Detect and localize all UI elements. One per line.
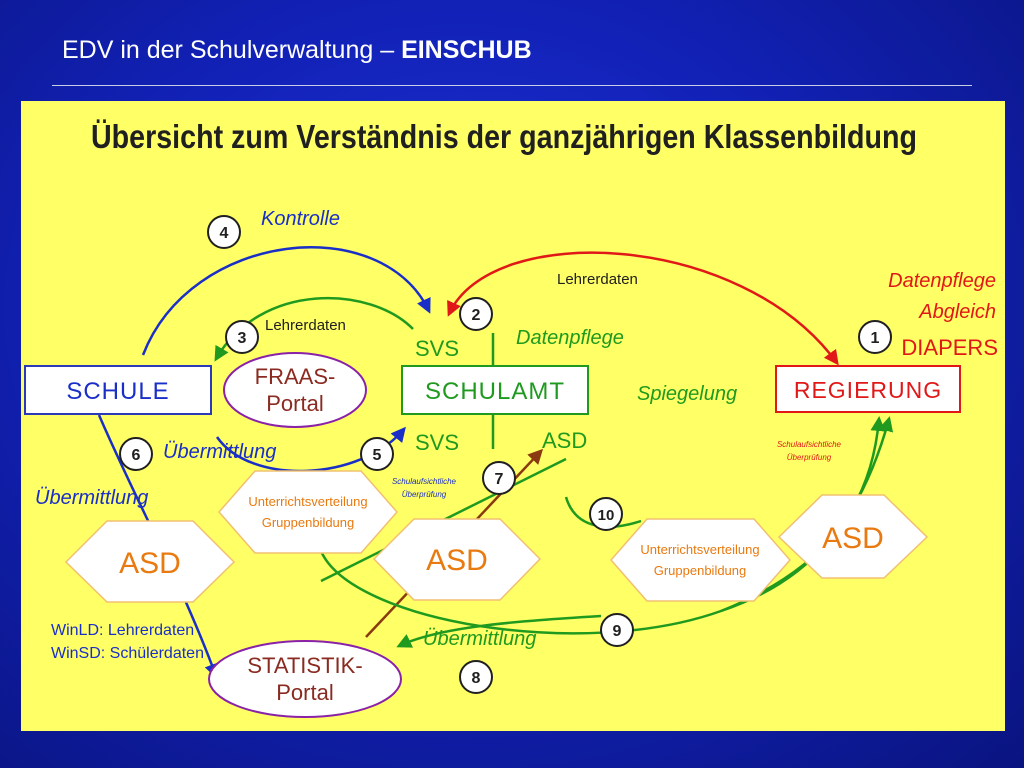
step-6: 6 [119, 437, 153, 471]
step-10-label: 10 [598, 507, 615, 524]
step-1: 1 [858, 320, 892, 354]
label-spiegelung: Spiegelung [637, 383, 737, 405]
diagram-panel: Übersicht zum Verständnis der ganzjährig… [21, 101, 1005, 731]
arrow-kontrolle [141, 246, 431, 356]
step-4: 4 [207, 215, 241, 249]
step-2: 2 [459, 297, 493, 331]
label-lehrerdaten-top: Lehrerdaten [557, 271, 638, 288]
label-datenpflege-regierung: Datenpflege [888, 270, 996, 292]
uv-hexagon-right [610, 518, 791, 602]
label-winsd: WinSD: Schülerdaten [51, 645, 204, 662]
asd-hexagon-middle [372, 518, 542, 601]
asd-hexagon-right [777, 494, 929, 579]
step-5: 5 [360, 437, 394, 471]
step-2-label: 2 [472, 307, 481, 324]
asd-right-label: ASD [822, 522, 884, 555]
step-9: 9 [600, 613, 634, 647]
step-8: 8 [459, 660, 493, 694]
asd-hexagon-left [64, 520, 236, 603]
uv-right-line1: Unterrichtsverteilung [640, 542, 759, 557]
step-8-label: 8 [472, 670, 481, 687]
schule-label: SCHULE [66, 378, 169, 405]
label-abgleich: Abgleich [918, 301, 996, 323]
step-7: 7 [482, 461, 516, 495]
slide-title-prefix: EDV in der Schulverwaltung – [62, 36, 402, 64]
label-uebermittlung-left: Übermittlung [35, 487, 148, 509]
schulamt-box [401, 365, 589, 415]
step-9-label: 9 [613, 623, 622, 640]
label-winld: WinLD: Lehrerdaten [51, 622, 194, 639]
label-schulaufsicht-right-1: Schulaufsichtliche [777, 440, 842, 449]
label-uebermittlung-bottom: Übermittlung [423, 628, 536, 650]
step-3: 3 [225, 320, 259, 354]
slide-title-bold: EINSCHUB [401, 36, 532, 64]
diagram-svg: Übersicht zum Verständnis der ganzjährig… [24, 118, 998, 718]
diagram-heading: Übersicht zum Verständnis der ganzjährig… [91, 118, 917, 155]
label-uebermittlung-svs: Übermittlung [163, 441, 276, 463]
step-1-label: 1 [871, 330, 880, 347]
statistik-label-2: Portal [276, 680, 333, 705]
uv-left-line1: Unterrichtsverteilung [248, 494, 367, 509]
arrow-lehrerdaten-regierung [447, 251, 839, 366]
step-4-label: 4 [220, 225, 229, 242]
uv-left-line2: Gruppenbildung [262, 515, 355, 530]
fraas-portal [223, 352, 367, 428]
title-rule [52, 85, 972, 86]
schulamt-label: SCHULAMT [425, 378, 565, 405]
uv-hexagon-left [218, 470, 398, 554]
label-svs-top: SVS [415, 336, 459, 361]
label-asd: ASD [542, 428, 587, 453]
fraas-label-2: Portal [266, 391, 323, 416]
schule-box [24, 365, 212, 415]
label-schulaufsicht-mid-2: Überprüfung [402, 490, 447, 499]
arrow-uebermittlung-statistik-2 [396, 614, 602, 648]
statistik-portal [208, 640, 402, 718]
fraas-label-1: FRAAS- [255, 364, 336, 389]
step-7-label: 7 [495, 471, 504, 488]
label-datenpflege: Datenpflege [516, 327, 624, 349]
label-svs-bottom: SVS [415, 430, 459, 455]
uv-right-line2: Gruppenbildung [654, 563, 747, 578]
label-lehrerdaten-fraas: Lehrerdaten [265, 317, 346, 334]
step-3-label: 3 [238, 330, 247, 347]
regierung-box [775, 365, 961, 413]
label-schulaufsicht-right-2: Überprüfung [787, 453, 832, 462]
label-kontrolle: Kontrolle [261, 208, 340, 230]
step-6-label: 6 [132, 447, 141, 464]
slide-title: EDV in der Schulverwaltung – EINSCHUB [62, 36, 532, 65]
step-5-label: 5 [373, 447, 382, 464]
label-diapers: DIAPERS [901, 335, 998, 360]
regierung-label: REGIERUNG [794, 377, 942, 403]
asd-middle-label: ASD [426, 544, 488, 577]
step-10: 10 [589, 497, 623, 531]
statistik-label-1: STATISTIK- [247, 653, 362, 678]
label-schulaufsicht-mid-1: Schulaufsichtliche [392, 477, 457, 486]
asd-left-label: ASD [119, 547, 181, 580]
